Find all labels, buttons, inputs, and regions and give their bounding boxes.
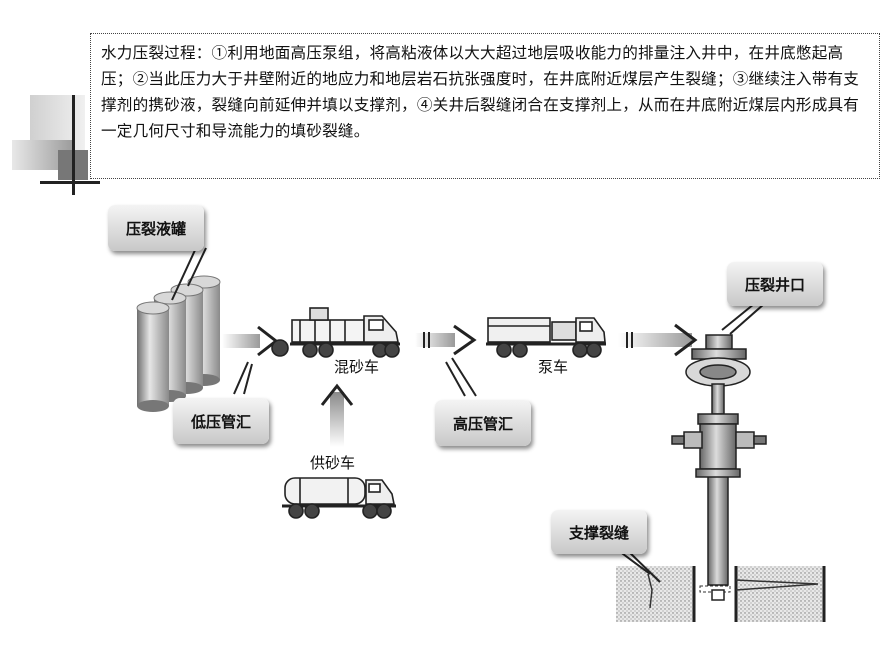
flow-arrow <box>453 324 477 356</box>
callout-wellhead: 压裂井口 <box>727 262 823 306</box>
process-description: 水力压裂过程：①利用地面高压泵组，将高粘液体以大大超过地层吸收能力的排量注入井中… <box>90 33 880 179</box>
callout-propped-fracture: 支撑裂缝 <box>551 510 647 554</box>
pipe-blender-to-pump <box>415 333 455 347</box>
corner-decoration <box>0 0 100 200</box>
pipe-sand-to-blender <box>330 392 344 447</box>
flow-arrow <box>674 323 698 357</box>
callout-tank: 压裂液罐 <box>108 205 204 251</box>
label-sand-truck: 供砂车 <box>310 454 356 472</box>
callout-low-manifold: 低压管汇 <box>173 398 269 444</box>
coal-seam-right <box>736 566 824 622</box>
callout-high-manifold: 高压管汇 <box>435 400 531 446</box>
label-pump-truck: 泵车 <box>538 358 569 376</box>
pipe-tank-to-blender <box>222 334 260 348</box>
tank-cylinder <box>136 301 170 412</box>
pipe-pump-to-wellhead <box>618 333 692 347</box>
sand-supply-truck <box>282 477 396 519</box>
flow-arrow <box>320 383 354 406</box>
blender-truck <box>271 307 400 358</box>
flow-pipes <box>222 323 698 447</box>
fluid-tanks <box>136 275 221 412</box>
coal-seam <box>616 566 826 622</box>
label-blender: 混砂车 <box>334 358 380 376</box>
coal-seam-left <box>616 566 694 622</box>
pump-truck <box>486 317 606 358</box>
wellhead-assembly <box>671 334 767 601</box>
fracture-wedge <box>735 579 819 591</box>
